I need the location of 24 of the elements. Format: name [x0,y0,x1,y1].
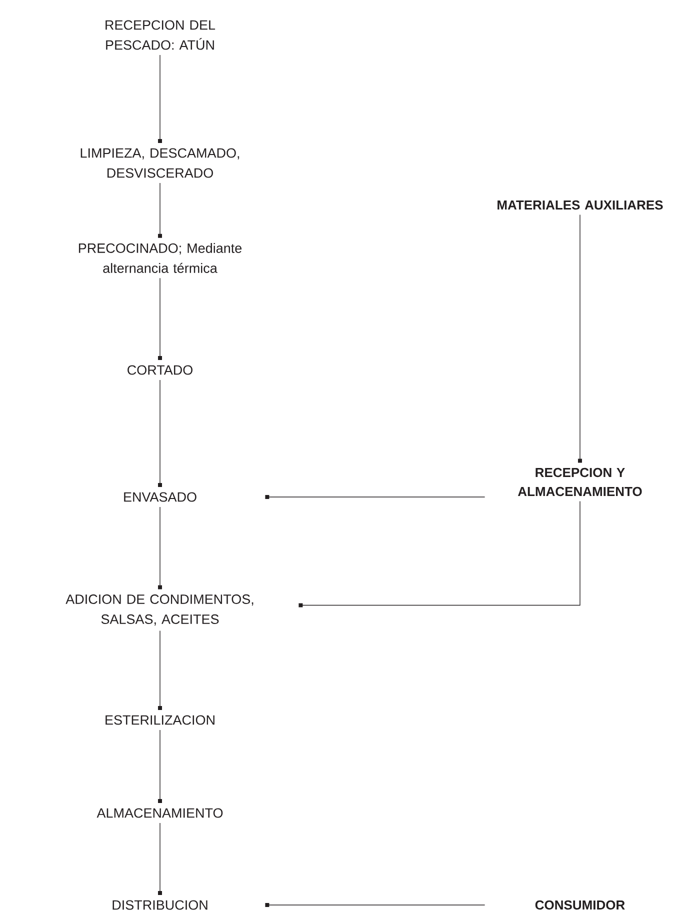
connector [298,500,580,608]
process-step: ESTERILIZACION [106,715,214,725]
connector [158,380,162,488]
connector [158,822,162,896]
connector [158,730,162,804]
process-step: CORTADO [128,365,192,375]
process-step: RECEPCION DEL PESCADO: ATÚN [106,20,216,50]
source-label: CONSUMIDOR [535,900,625,910]
source-label: MATERIALES AUXILIARES [498,200,663,210]
connector [265,903,486,907]
source-label: RECEPCION Y ALMACENAMIENTO [518,468,642,496]
process-step: PRECOCINADO; Mediante alternancia térmica [78,243,242,273]
process-step: ADICION DE CONDIMENTOS, SALSAS, ACEITES [66,594,254,626]
process-step: LIMPIEZA, DESCAMADO, DESVISCERADO [80,148,240,178]
connector [578,214,582,463]
connector [158,278,162,360]
connector [265,495,486,499]
process-step: ALMACENAMIENTO [96,808,223,818]
process-step: ENVASADO [124,492,196,502]
connector [158,182,162,238]
connector [158,54,162,144]
connector [158,630,162,710]
connector [158,506,162,590]
process-step: DISTRIBUCION [112,900,208,910]
